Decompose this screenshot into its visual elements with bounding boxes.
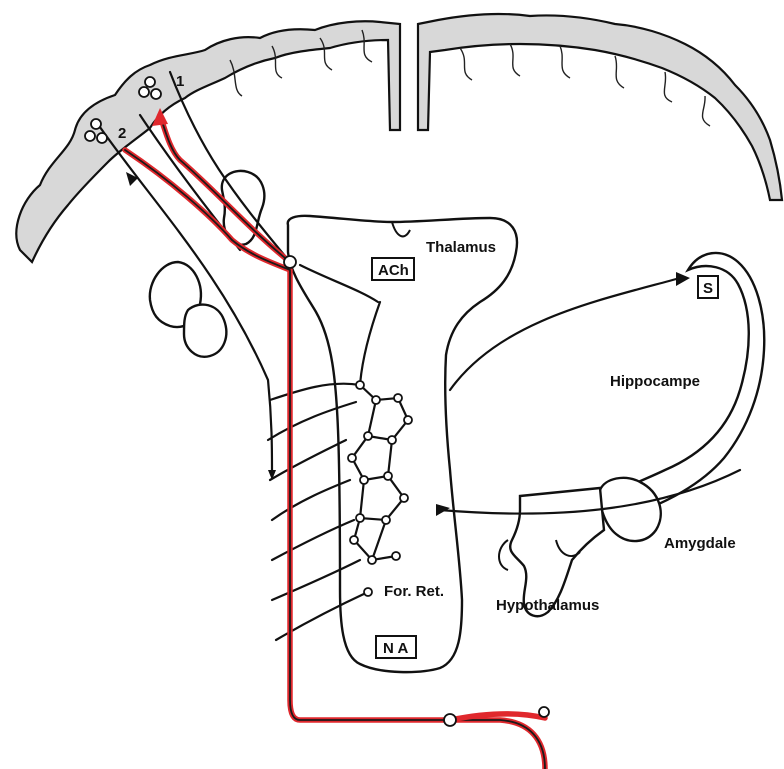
na-box-label: N A	[383, 640, 408, 657]
basal-structures	[150, 171, 265, 357]
na-box: N A	[376, 636, 416, 658]
brainstem-node-a	[444, 714, 456, 726]
s-box: S	[698, 276, 718, 298]
hippocampus-label: Hippocampe	[610, 373, 700, 390]
s-box-label: S	[703, 280, 713, 297]
hypothalamus-label: Hypothalamus	[496, 597, 599, 614]
ach-box: ACh	[372, 258, 414, 280]
layer-1-label: 1	[176, 73, 184, 90]
ach-box-label: ACh	[378, 262, 409, 279]
red-branch-node	[284, 256, 296, 268]
noradrenergic-pathway	[125, 108, 549, 769]
right-cortex	[418, 14, 782, 200]
layer-2-label: 2	[118, 125, 126, 142]
thalamus-label: Thalamus	[426, 239, 496, 256]
reticular-formation-label: For. Ret.	[384, 583, 444, 600]
brainstem-node-b	[539, 707, 549, 717]
amygdala-label: Amygdale	[664, 535, 736, 552]
thalamus-brainstem-outline	[288, 216, 517, 672]
